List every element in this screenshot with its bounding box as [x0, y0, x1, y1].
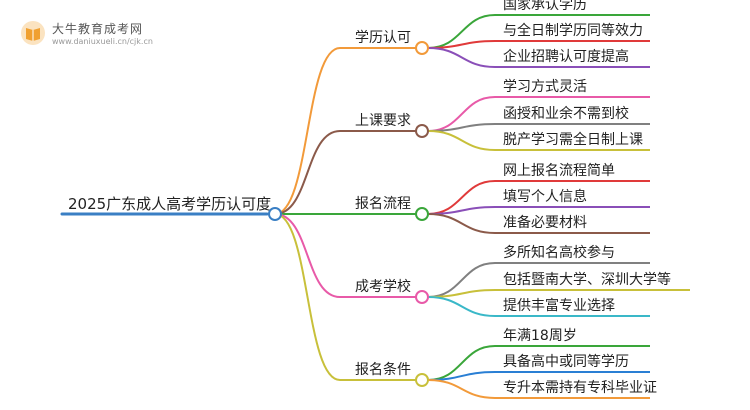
branch-node-toggle[interactable]: [415, 124, 429, 138]
leaf-label: 填写个人信息: [503, 188, 587, 205]
book-logo-icon: [21, 21, 45, 45]
root-title: 2025广东成人高考学历认可度: [68, 195, 271, 213]
leaf-label: 网上报名流程简单: [503, 162, 615, 179]
leaf-label: 脱产学习需全日制上课: [503, 131, 643, 148]
leaf-connector: [427, 262, 496, 298]
leaf-connector: [427, 289, 496, 298]
leaf-connector: [427, 47, 496, 68]
branch-connector: [274, 130, 341, 215]
leaf-connector: [427, 379, 496, 399]
leaf-label: 国家承认学历: [503, 0, 587, 13]
leaf-connector: [427, 130, 496, 151]
branch-connector: [274, 47, 341, 215]
leaf-connector: [427, 345, 496, 381]
branch-node-toggle[interactable]: [415, 290, 429, 304]
leaf-label: 具备高中或同等学历: [503, 353, 629, 370]
branch-node-toggle[interactable]: [415, 207, 429, 221]
leaf-connector: [427, 180, 496, 215]
leaf-connector: [427, 371, 496, 381]
branch-label: 报名条件: [355, 361, 411, 378]
leaf-label: 包括暨南大学、深圳大学等: [503, 271, 671, 288]
logo-url: www.daniuxueli.cn/cjk.cn: [52, 37, 153, 46]
leaf-label: 与全日制学历同等效力: [503, 22, 643, 39]
leaf-label: 函授和业余不需到校: [503, 105, 629, 122]
leaf-connector: [427, 14, 496, 49]
branch-node-toggle[interactable]: [415, 41, 429, 55]
leaf-connector: [427, 206, 496, 215]
leaf-connector: [427, 96, 496, 132]
root-node-toggle[interactable]: [268, 207, 282, 221]
leaf-label: 学习方式灵活: [503, 79, 587, 95]
leaf-connector: [427, 123, 496, 132]
leaf-label: 多所知名高校参与: [503, 244, 615, 261]
branch-label: 学历认可: [355, 30, 411, 46]
branch-node-toggle[interactable]: [415, 373, 429, 387]
leaf-label: 提供丰富专业选择: [503, 297, 615, 314]
branch-label: 上课要求: [355, 113, 411, 129]
leaf-connector: [427, 213, 496, 234]
site-logo[interactable]: 大牛教育成考网 www.daniuxueli.cn/cjk.cn: [20, 18, 170, 54]
leaf-label: 年满18周岁: [503, 328, 577, 344]
leaf-label: 企业招聘认可度提高: [503, 48, 629, 65]
leaf-connector: [427, 40, 496, 49]
branch-label: 报名流程: [355, 196, 411, 212]
leaf-label: 专升本需持有专科毕业证: [503, 380, 657, 396]
branch-connector: [274, 213, 341, 298]
branch-label: 成考学校: [355, 278, 411, 295]
branch-connector: [274, 213, 341, 381]
logo-title: 大牛教育成考网: [52, 22, 144, 36]
leaf-label: 准备必要材料: [503, 214, 587, 231]
leaf-connector: [427, 296, 496, 317]
